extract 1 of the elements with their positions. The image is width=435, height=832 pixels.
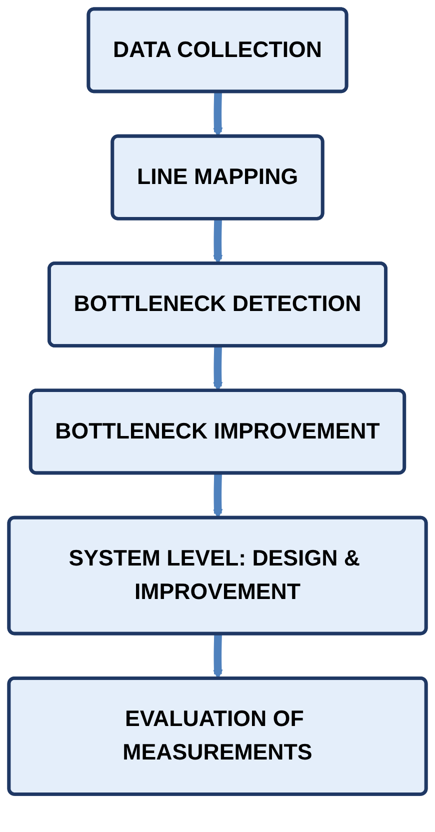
flowchart: DATA COLLECTION LINE MAPPING BOTTLENECK DETECTION BOTTLENECK IMPROVEMENT SYSTEM LEVEL: DESIGN & IMPROVEMENT EVALUATION OF MEASUREMENTS [0, 0, 435, 804]
